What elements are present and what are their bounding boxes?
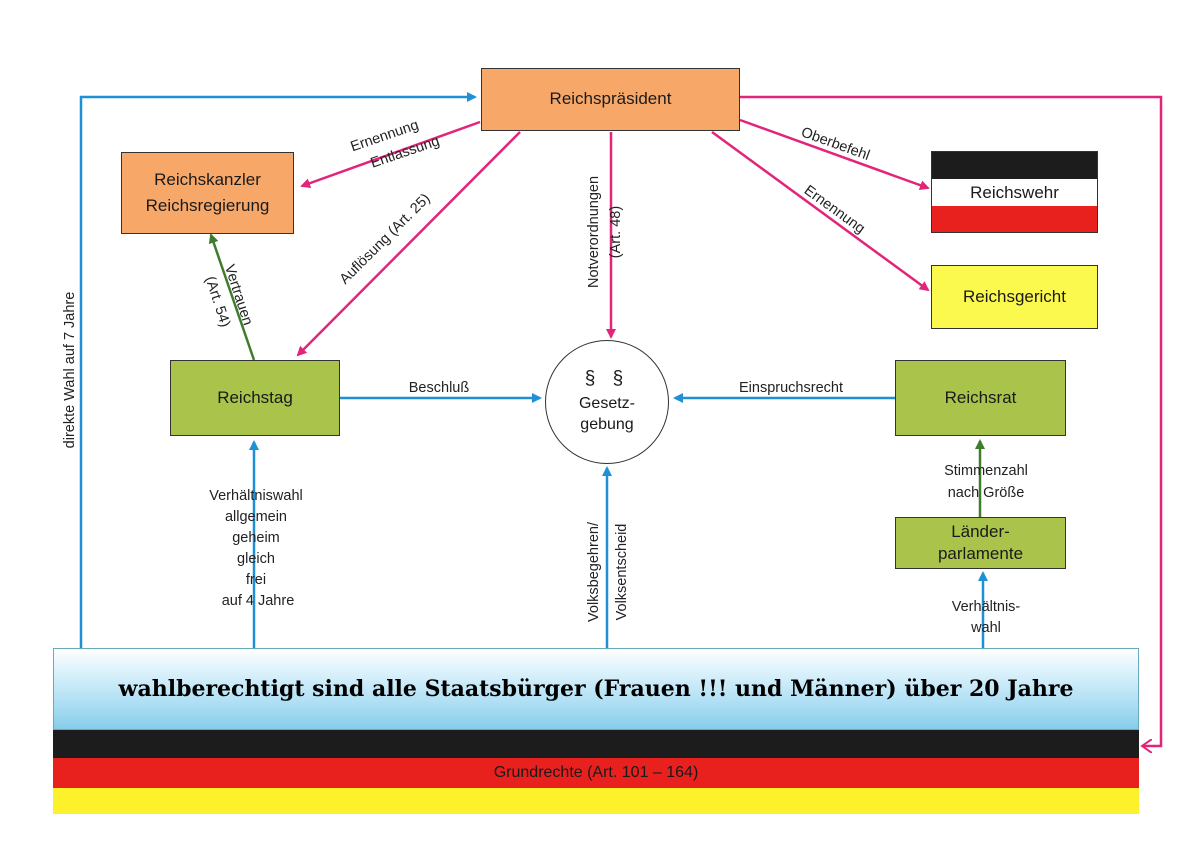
grundrechte-gold-stripe bbox=[53, 788, 1139, 814]
box-reichskanzler: Reichskanzler Reichsregierung bbox=[121, 152, 294, 234]
box-laenderparlamente: Länder- parlamente bbox=[895, 517, 1066, 569]
label-beschluss: Beschluß bbox=[409, 380, 470, 396]
label-verhaeltniswahl-reichstag: Verhältniswahl allgemein geheim gleich f… bbox=[209, 488, 307, 609]
reichspraesident-label: Reichspräsident bbox=[549, 89, 672, 109]
gesetz-label: Gesetz- bbox=[578, 395, 635, 413]
label-aufloesung: Auflösung (Art. 25) bbox=[337, 191, 434, 288]
arrow-oberbefehl bbox=[739, 118, 930, 190]
reichswehr-red-stripe bbox=[932, 206, 1097, 232]
parlamente-label: parlamente bbox=[937, 544, 1024, 563]
reichskanzler-label: Reichskanzler bbox=[154, 169, 261, 189]
box-reichsrat: Reichsrat bbox=[895, 360, 1066, 436]
arrow-vertrauen bbox=[208, 233, 256, 361]
label-vertrauen: Vertrauen(Art. 54) bbox=[200, 263, 256, 335]
box-reichstag: Reichstag bbox=[170, 360, 340, 436]
citizens-text: wahlberechtigt sind alle Staatsbürger (F… bbox=[118, 676, 1074, 702]
paragraph-symbol: § § bbox=[584, 368, 630, 390]
citizens-banner: wahlberechtigt sind alle Staatsbürger (F… bbox=[53, 648, 1139, 730]
grundrechte-red-stripe: Grundrechte (Art. 101 – 164) bbox=[53, 758, 1139, 788]
reichsrat-label: Reichsrat bbox=[944, 387, 1017, 407]
circle-gesetzgebung: § § Gesetz- gebung bbox=[545, 340, 669, 464]
arrow-ernennung-gericht bbox=[711, 130, 930, 292]
reichsregierung-label: Reichsregierung bbox=[145, 196, 270, 215]
box-reichswehr: Reichswehr bbox=[931, 151, 1098, 233]
reichswehr-black-stripe bbox=[932, 152, 1097, 179]
grundrechte-black-stripe bbox=[53, 730, 1139, 758]
label-direkte-wahl: direkte Wahl auf 7 Jahre bbox=[62, 292, 78, 449]
label-volksbegehren: Volksbegehren/Volksentscheid bbox=[586, 521, 630, 622]
arrow-aufloesung bbox=[296, 131, 521, 357]
reichswehr-label: Reichswehr bbox=[932, 179, 1097, 206]
label-ernennung-gericht: Ernennung bbox=[801, 182, 868, 237]
grundrechte-label: Grundrechte (Art. 101 – 164) bbox=[493, 764, 699, 781]
label-notverordnungen: Notverordnungen(Art. 48) bbox=[586, 176, 624, 288]
reichsgericht-label: Reichsgericht bbox=[963, 286, 1066, 306]
arrow-grundrechte-loop bbox=[740, 95, 1163, 746]
arrow-ernennung-entlassung bbox=[300, 120, 481, 188]
gebung-label: gebung bbox=[580, 416, 634, 433]
label-verhaeltniswahl-laender: Verhältnis-wahl bbox=[952, 599, 1021, 636]
reichstag-label: Reichstag bbox=[217, 387, 293, 407]
laender-label: Länder- bbox=[951, 521, 1010, 541]
arrow-direkte-wahl bbox=[79, 92, 477, 650]
label-einspruchsrecht: Einspruchsrecht bbox=[739, 380, 843, 396]
box-reichspraesident: Reichspräsident bbox=[481, 68, 740, 131]
label-ernennung: ErnennungEntlassung bbox=[349, 112, 442, 176]
box-reichsgericht: Reichsgericht bbox=[931, 265, 1098, 329]
